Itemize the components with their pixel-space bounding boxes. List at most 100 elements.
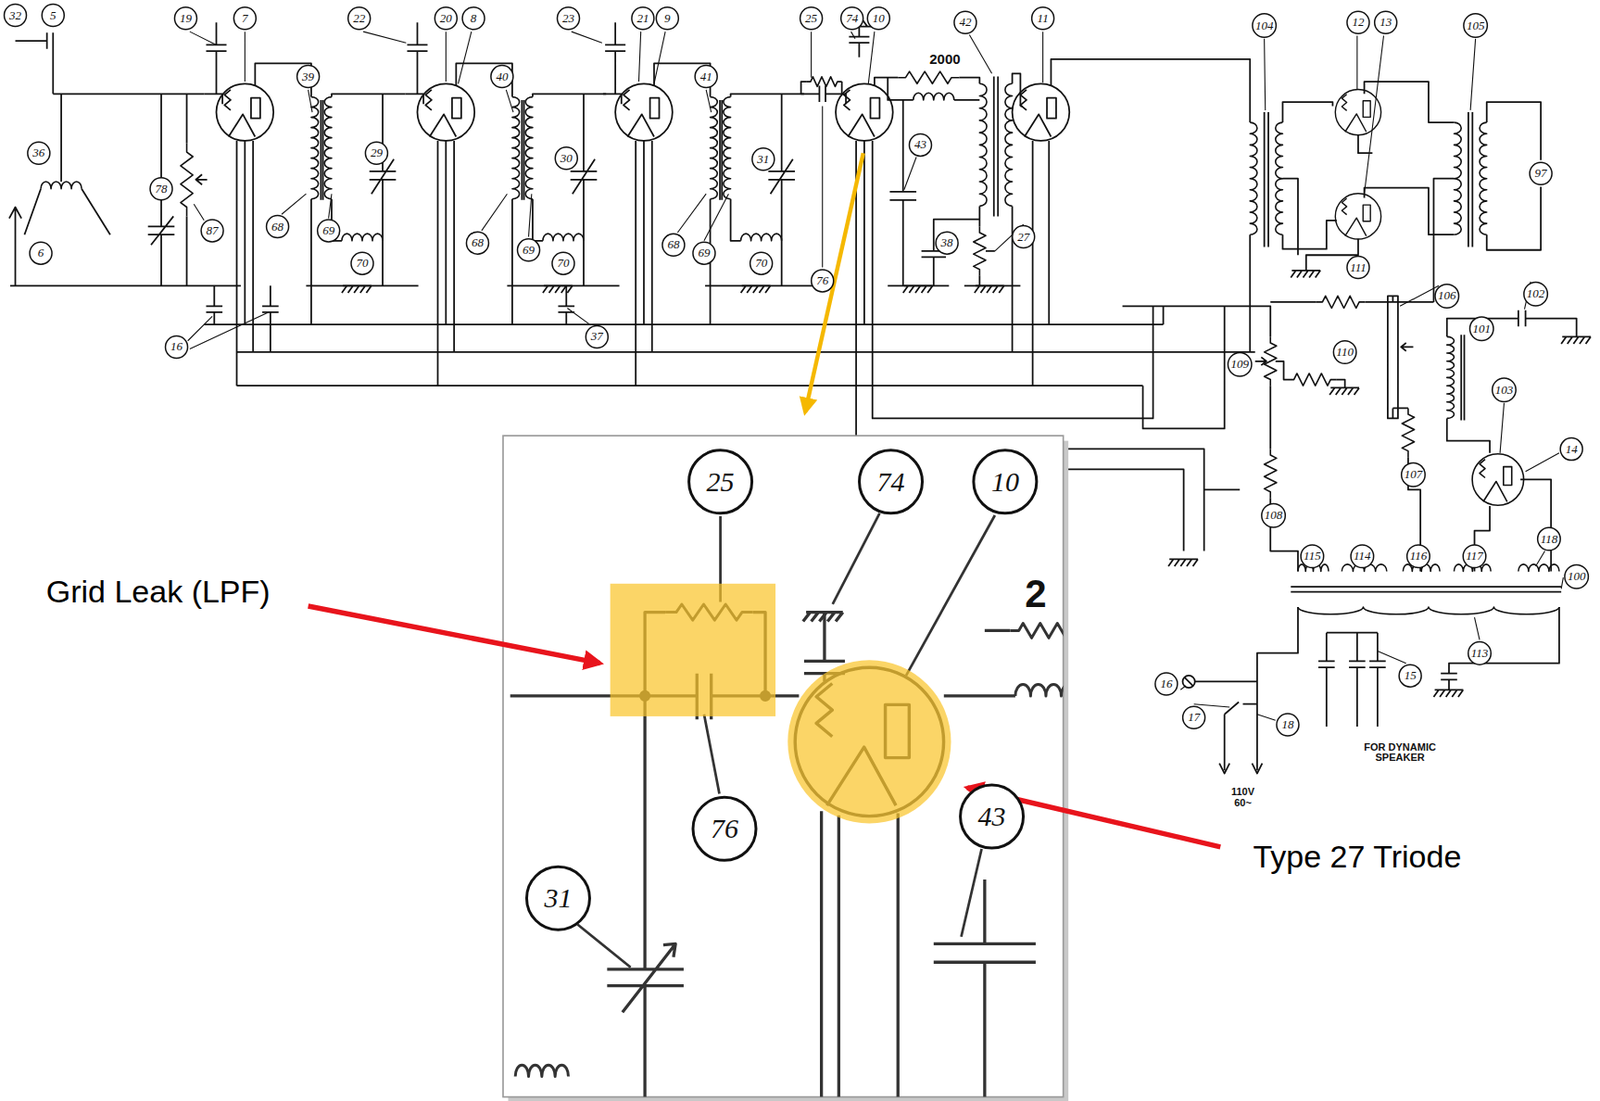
callout-circle bbox=[4, 4, 27, 27]
callout-number: 17 bbox=[1187, 710, 1200, 724]
callout-circle bbox=[1529, 162, 1552, 185]
callout-circle bbox=[954, 11, 977, 34]
callout-number: 101 bbox=[1472, 322, 1491, 336]
callout-number: 39 bbox=[302, 70, 315, 84]
zoom-pointer bbox=[805, 152, 864, 413]
callout-number: 6 bbox=[37, 246, 45, 260]
callout-circle bbox=[908, 133, 932, 156]
callout-circle bbox=[491, 65, 514, 89]
callout-circle bbox=[27, 141, 51, 164]
value-label: 2000 bbox=[927, 51, 962, 67]
callout-number: 23 bbox=[562, 12, 575, 26]
callout-circle bbox=[556, 7, 580, 30]
callout-circle bbox=[841, 7, 864, 30]
callout-circle bbox=[233, 7, 256, 30]
callout-number: 20 bbox=[440, 12, 453, 26]
callout-number: 37 bbox=[591, 330, 604, 344]
callout-number: 111 bbox=[1349, 261, 1367, 275]
callout-number: 41 bbox=[700, 70, 713, 84]
callout-circle bbox=[1435, 284, 1460, 309]
callout-circle bbox=[297, 65, 320, 89]
callout-circle bbox=[1463, 13, 1488, 38]
callout-number: 104 bbox=[1255, 19, 1274, 33]
callout-number: 69 bbox=[697, 246, 710, 260]
callout-number: 87 bbox=[206, 224, 219, 238]
callout-circle bbox=[1401, 462, 1426, 487]
callout-circle bbox=[1407, 544, 1431, 568]
callout-number: 115 bbox=[1303, 549, 1322, 563]
callout-number: 38 bbox=[941, 236, 954, 250]
callout-circle bbox=[462, 7, 485, 30]
callout-number: 9 bbox=[664, 12, 671, 26]
callout-number: 68 bbox=[271, 220, 284, 234]
callout-number: 116 bbox=[1410, 549, 1428, 563]
callout-number: 107 bbox=[1404, 467, 1424, 481]
callout-number: 29 bbox=[370, 146, 383, 160]
annotation-label: Type 27 Triode bbox=[1249, 840, 1464, 874]
zoom-inset bbox=[503, 435, 1079, 1101]
callout-number: 113 bbox=[1471, 646, 1489, 660]
callout-number: 68 bbox=[667, 239, 680, 252]
note-label: 110V 60~ bbox=[1224, 787, 1262, 809]
callout-number: 70 bbox=[355, 256, 368, 270]
callout-number: 30 bbox=[560, 151, 573, 165]
callout-circle bbox=[552, 251, 575, 275]
callout-circle bbox=[1276, 713, 1299, 736]
callout-circle bbox=[1564, 565, 1589, 590]
callout-number: 10 bbox=[872, 12, 885, 26]
callout-circle bbox=[1333, 340, 1357, 365]
callout-number: 69 bbox=[522, 243, 535, 257]
callout-circle bbox=[1469, 316, 1494, 341]
callout-number: 70 bbox=[755, 256, 768, 270]
callout-number: 25 bbox=[805, 12, 818, 26]
callout-number: 15 bbox=[1404, 668, 1417, 682]
callout-circle bbox=[466, 231, 489, 254]
callout-number: 16 bbox=[170, 340, 183, 354]
callout-circle bbox=[1227, 352, 1252, 377]
callout-circle bbox=[662, 233, 685, 256]
callout-circle bbox=[960, 784, 1024, 848]
callout-number: 5 bbox=[50, 9, 57, 23]
callout-circle bbox=[1468, 642, 1492, 666]
callout-number: 97 bbox=[1535, 166, 1548, 180]
callout-circle bbox=[1374, 11, 1398, 34]
callout-number: 27 bbox=[1017, 230, 1030, 244]
callout-circle bbox=[1398, 664, 1422, 687]
callout-number: 68 bbox=[471, 236, 484, 250]
callout-circle bbox=[1347, 256, 1370, 279]
callout-circle bbox=[752, 148, 775, 171]
callout-circle bbox=[1183, 705, 1206, 729]
callout-circle bbox=[1252, 13, 1277, 38]
callout-number: 13 bbox=[1379, 15, 1392, 29]
callout-circle bbox=[1492, 377, 1517, 403]
callout-number: 69 bbox=[322, 224, 335, 238]
callout-number: 22 bbox=[352, 12, 366, 26]
callout-number: 74 bbox=[877, 466, 906, 497]
callout-circle bbox=[29, 241, 52, 265]
callout-circle bbox=[1560, 438, 1583, 461]
callout-circle bbox=[1537, 527, 1562, 551]
callout-number: 31 bbox=[543, 882, 572, 913]
callout-number: 70 bbox=[556, 256, 569, 270]
callout-circle bbox=[554, 147, 578, 170]
callout-circle bbox=[201, 219, 224, 242]
callout-number: 42 bbox=[958, 15, 971, 29]
callout-number: 36 bbox=[32, 146, 45, 160]
callout-number: 43 bbox=[978, 801, 1007, 832]
callout-number: 103 bbox=[1495, 383, 1514, 397]
callout-number: 74 bbox=[845, 12, 858, 26]
callout-circle bbox=[973, 450, 1037, 514]
callout-circle bbox=[811, 269, 834, 292]
callout-circle bbox=[1462, 544, 1487, 568]
callout-number: 40 bbox=[495, 70, 508, 84]
callout-circle bbox=[434, 7, 457, 30]
callout-circle bbox=[1261, 503, 1286, 528]
callout-circle bbox=[517, 239, 541, 262]
callout-number: 100 bbox=[1567, 569, 1587, 583]
callout-number: 43 bbox=[914, 138, 927, 152]
callout-circle bbox=[689, 450, 753, 514]
callout-number: 19 bbox=[179, 12, 192, 26]
callout-number: 105 bbox=[1466, 19, 1486, 33]
callout-circle bbox=[694, 65, 718, 89]
